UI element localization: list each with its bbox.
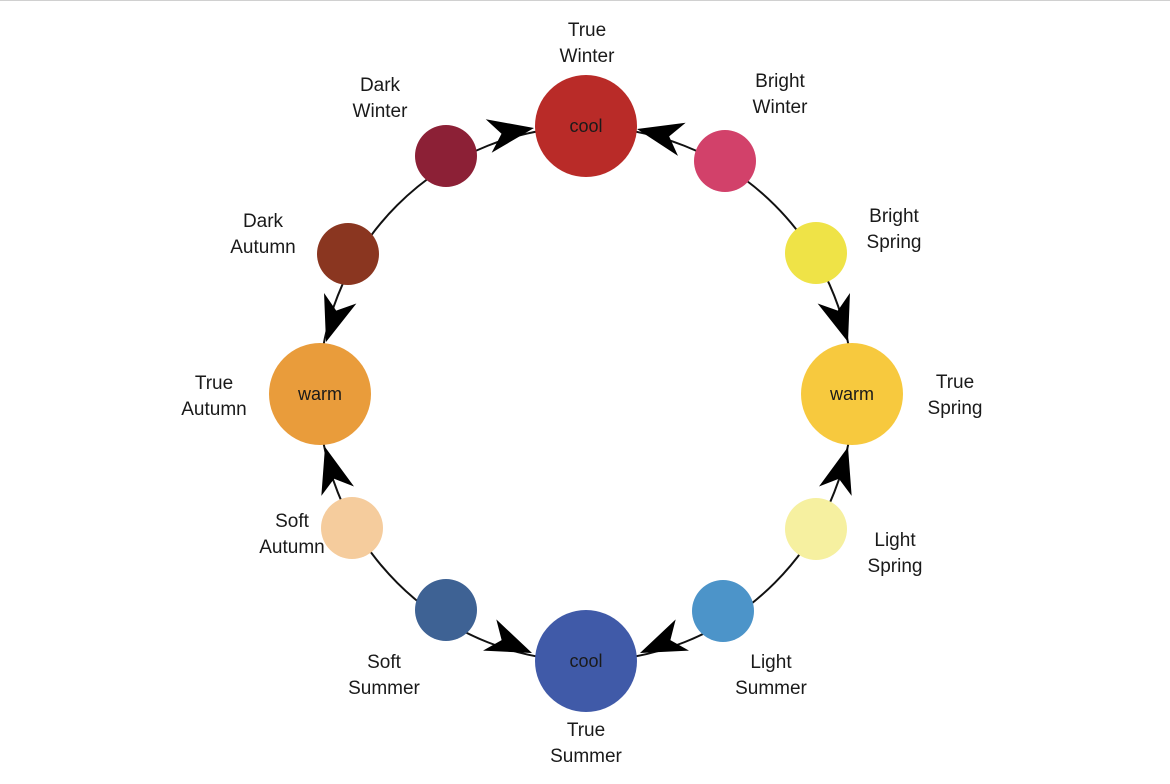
swatch-true-spring bbox=[801, 343, 903, 445]
label-line2: Summer bbox=[550, 745, 622, 767]
label-line2: Winter bbox=[752, 96, 808, 118]
swatch-soft-autumn bbox=[321, 497, 383, 559]
tone-label: cool bbox=[569, 651, 602, 671]
tone-label: cool bbox=[569, 116, 602, 136]
label-line2: Autumn bbox=[259, 536, 325, 558]
label-line2: Autumn bbox=[181, 398, 247, 420]
arrowhead-icon bbox=[637, 122, 686, 156]
label-line1: Bright bbox=[755, 71, 805, 92]
label-line1: Bright bbox=[869, 206, 919, 227]
arrowhead-icon bbox=[321, 447, 355, 496]
label-line1: True bbox=[567, 20, 607, 41]
swatch-light-summer bbox=[692, 580, 754, 642]
label-line1: Dark bbox=[242, 211, 284, 232]
tone-label: warm bbox=[829, 384, 874, 404]
label-line2: Spring bbox=[927, 397, 983, 419]
swatch-true-summer bbox=[535, 610, 637, 712]
swatch-true-winter bbox=[535, 75, 637, 177]
label-line2: Winter bbox=[352, 100, 408, 122]
label-line1: True bbox=[566, 720, 606, 741]
label-line2: Winter bbox=[559, 45, 615, 67]
label-line1: Dark bbox=[359, 75, 401, 96]
swatch-soft-summer bbox=[415, 579, 477, 641]
wheel-ring bbox=[318, 126, 854, 662]
label-line1: True bbox=[194, 373, 234, 394]
label-line2: Autumn bbox=[230, 236, 296, 258]
label-line1: True bbox=[935, 372, 975, 393]
swatch-bright-spring bbox=[785, 222, 847, 284]
arrowhead-icon bbox=[817, 292, 850, 342]
arrowhead-icon bbox=[485, 119, 534, 153]
label-line1: Light bbox=[874, 530, 916, 551]
swatch-dark-autumn bbox=[317, 223, 379, 285]
arrowhead-icon bbox=[483, 619, 532, 653]
swatch-bright-winter bbox=[694, 130, 756, 192]
arrowhead-icon bbox=[640, 619, 689, 653]
label-line1: Soft bbox=[367, 652, 401, 673]
label-line1: Soft bbox=[275, 511, 309, 532]
label-line2: Spring bbox=[866, 231, 922, 253]
label-line1: Light bbox=[750, 652, 792, 673]
swatch-true-autumn bbox=[269, 343, 371, 445]
swatch-light-spring bbox=[785, 498, 847, 560]
arrowhead-icon bbox=[818, 447, 852, 496]
arrowhead-icon bbox=[324, 292, 357, 342]
label-line2: Summer bbox=[735, 677, 807, 699]
tone-label: warm bbox=[297, 384, 342, 404]
label-line2: Spring bbox=[867, 555, 923, 577]
swatch-dark-winter bbox=[415, 125, 477, 187]
label-line2: Summer bbox=[348, 677, 420, 699]
